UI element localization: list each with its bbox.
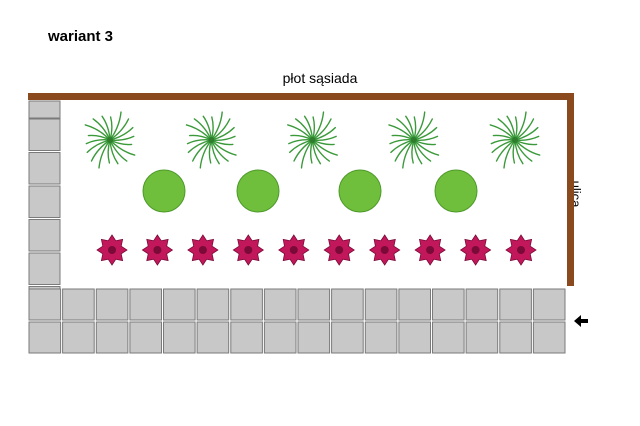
flower-icon — [232, 234, 265, 266]
ornamental-grasses-row — [84, 111, 541, 169]
path-tile — [331, 321, 364, 354]
side-tile — [28, 100, 61, 119]
entrance-arrow-icon — [574, 315, 588, 327]
path-tile — [28, 288, 62, 321]
path-tile — [297, 321, 331, 354]
path-tile — [364, 288, 398, 321]
flower-icon — [368, 234, 401, 266]
path-tile — [465, 321, 499, 354]
round-shrub-icon — [236, 169, 280, 213]
path-tile — [95, 288, 129, 321]
path-tile — [230, 321, 263, 354]
path-tile — [230, 288, 263, 321]
path-tile — [263, 288, 297, 321]
side-paving — [28, 100, 61, 319]
path-tile — [532, 288, 566, 321]
ornamental-grass-icon — [388, 111, 440, 169]
side-tile — [28, 152, 61, 185]
round-shrub-icon — [338, 169, 382, 213]
flower-icon — [414, 234, 446, 266]
path-tile — [62, 321, 95, 354]
paved-path — [28, 288, 566, 354]
ornamental-grass-icon — [84, 111, 136, 169]
path-tile — [263, 321, 297, 354]
path-tile — [129, 288, 162, 321]
flower-icon — [187, 234, 219, 266]
path-tile — [163, 321, 196, 354]
flower-icon — [278, 234, 310, 266]
ornamental-grass-icon — [287, 111, 338, 169]
neighbor-fence — [28, 93, 574, 100]
path-tile — [432, 288, 465, 321]
variant-title: wariant 3 — [48, 28, 114, 45]
path-tile — [364, 321, 398, 354]
path-tile — [28, 321, 62, 354]
path-tile — [163, 288, 196, 321]
path-tile — [432, 321, 465, 354]
path-tile — [331, 288, 364, 321]
flower-icon — [459, 234, 492, 266]
round-shrub-icon — [142, 169, 186, 213]
flower-icon — [505, 234, 537, 266]
path-tile — [499, 321, 532, 354]
ornamental-grass-icon — [489, 111, 541, 169]
flowers-row — [96, 234, 537, 266]
path-tile — [465, 288, 499, 321]
path-tile — [297, 288, 331, 321]
flower-icon — [141, 234, 174, 266]
path-tile — [532, 321, 566, 354]
street-fence — [567, 93, 574, 286]
side-tile — [28, 252, 61, 285]
side-tile — [28, 185, 61, 218]
path-tile — [62, 288, 95, 321]
side-tile — [28, 118, 61, 151]
round-shrubs-row — [142, 169, 478, 213]
path-tile — [398, 321, 431, 354]
path-tile — [398, 288, 431, 321]
path-tile — [95, 321, 129, 354]
flower-icon — [323, 234, 355, 266]
path-tile — [499, 288, 532, 321]
round-shrub-icon — [434, 169, 478, 213]
path-tile — [196, 288, 230, 321]
path-tile — [196, 321, 230, 354]
flower-icon — [96, 234, 128, 266]
neighbor-fence-label: płot sąsiada — [282, 70, 358, 86]
ornamental-grass-icon — [185, 111, 237, 169]
path-tile — [129, 321, 162, 354]
side-tile — [28, 219, 61, 252]
